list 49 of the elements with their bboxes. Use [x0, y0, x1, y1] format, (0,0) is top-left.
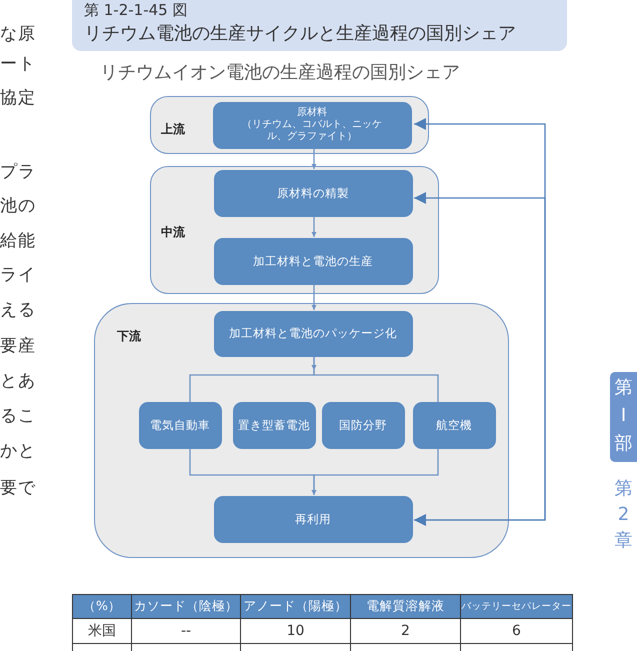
body-text: かと	[0, 440, 36, 462]
stage-panel	[150, 166, 439, 294]
process-box: 置き型蓄電池	[232, 402, 316, 448]
stage-panel	[94, 303, 509, 558]
body-text: ート	[0, 53, 36, 75]
arrow	[312, 449, 439, 495]
arrow	[312, 357, 439, 402]
body-text: な原	[0, 23, 36, 45]
header-cell: （%）	[72, 594, 132, 618]
table-cell: --	[132, 618, 240, 644]
chapter-label: 第2章	[614, 477, 634, 553]
process-box: 加工材料と電池の生産	[214, 238, 412, 284]
part-tab: 第I部	[610, 372, 637, 462]
body-text: える	[0, 299, 36, 321]
body-text: 要で	[0, 477, 36, 499]
table-cell: 2	[350, 618, 460, 644]
header-cell: カソード（陰極）	[132, 594, 240, 618]
body-text: とあ	[0, 370, 36, 392]
header-cell: 電解質溶解液	[350, 594, 460, 618]
chart-subtitle: リチウムイオン電池の生産過程の国別シェア	[100, 61, 460, 84]
arrow	[312, 285, 316, 310]
figure-number: 第 1-2-1-45 図	[84, 1, 188, 19]
stage-label: 中流	[161, 224, 185, 241]
process-box: 電気自動車	[138, 402, 222, 448]
table-cell: 米国	[72, 618, 132, 644]
stage-panel	[150, 96, 429, 154]
body-text: 池の	[0, 195, 36, 217]
table-cell: 10	[240, 618, 350, 644]
process-box: 原材料 （リチウム、コバルト、ニッケル、グラファイト）	[212, 102, 412, 148]
header-cell: アノード（陽極）	[240, 594, 350, 618]
stage-label: 下流	[117, 328, 141, 345]
body-text: 協定	[0, 87, 36, 109]
body-text: ライ	[0, 264, 36, 286]
stage-label: 上流	[161, 121, 185, 138]
process-box: 原材料の精製	[214, 170, 412, 216]
table-cell: 6	[460, 618, 572, 644]
figure-title: リチウム電池の生産サイクルと生産過程の国別シェア	[84, 22, 516, 46]
header-cell: バッテリーセパレーター	[460, 594, 572, 618]
process-box: 国防分野	[322, 402, 404, 448]
arrow	[414, 192, 546, 526]
arrow	[312, 217, 316, 237]
body-text: プラ	[0, 161, 36, 183]
process-box: 加工材料と電池のパッケージ化	[214, 310, 412, 356]
body-text: るこ	[0, 405, 36, 427]
body-text: 給能	[0, 230, 36, 252]
process-box: 再利用	[214, 496, 412, 542]
arrow	[312, 149, 316, 169]
process-box: 航空機	[412, 402, 496, 448]
body-text: 要産	[0, 335, 36, 357]
